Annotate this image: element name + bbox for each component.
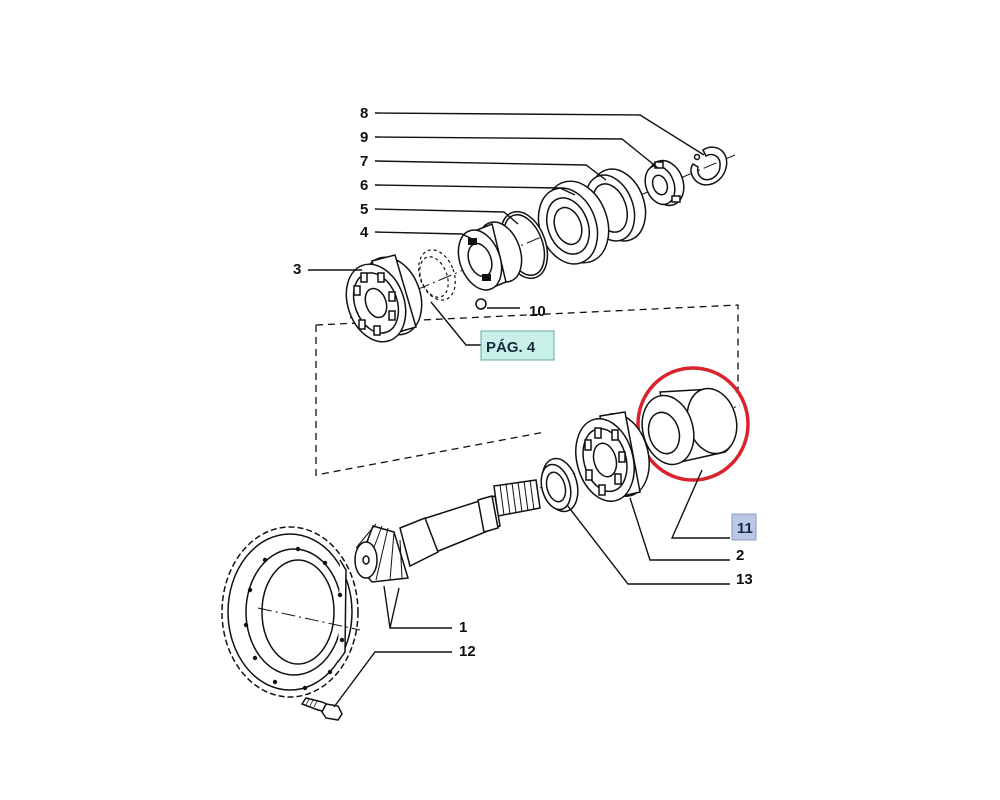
callout-6: 6 — [360, 177, 368, 194]
page-reference-label: PÁG. 4 — [486, 339, 536, 356]
shim-dashed-reference — [418, 249, 456, 301]
callout-2: 2 — [736, 547, 744, 564]
callout-1: 1 — [459, 619, 467, 636]
callout-4: 4 — [360, 224, 369, 241]
part-3-bearing — [345, 254, 423, 343]
leader-lines — [308, 112, 730, 708]
crown-wheel — [221, 526, 361, 698]
callout-11-box[interactable]: 11 — [731, 513, 757, 541]
callout-7: 7 — [360, 153, 368, 170]
callout-13: 13 — [736, 571, 753, 588]
page-reference-box[interactable]: PÁG. 4 — [480, 330, 555, 361]
part-10-small-ring — [475, 298, 487, 310]
highlight-circle — [636, 366, 750, 482]
part-2-roller-bearing — [575, 411, 650, 502]
callout-5: 5 — [360, 201, 368, 218]
part-13-washer — [540, 457, 579, 513]
part-8-circlip — [690, 146, 728, 186]
part-12-bolt — [300, 697, 343, 721]
callout-9: 9 — [360, 129, 368, 146]
callout-10: 10 — [529, 303, 546, 320]
callout-8: 8 — [360, 105, 368, 122]
part-11-sleeve — [641, 387, 738, 466]
part-4-sleeve — [457, 221, 523, 292]
part-6-bearing-cone — [537, 180, 610, 265]
part-1-pinion-shaft — [354, 479, 541, 583]
callout-3: 3 — [293, 261, 301, 278]
callout-11: 11 — [737, 520, 753, 537]
part-9-ring-nut — [644, 159, 685, 207]
assembly-dashed-outline — [315, 304, 739, 476]
callout-12: 12 — [459, 643, 476, 660]
